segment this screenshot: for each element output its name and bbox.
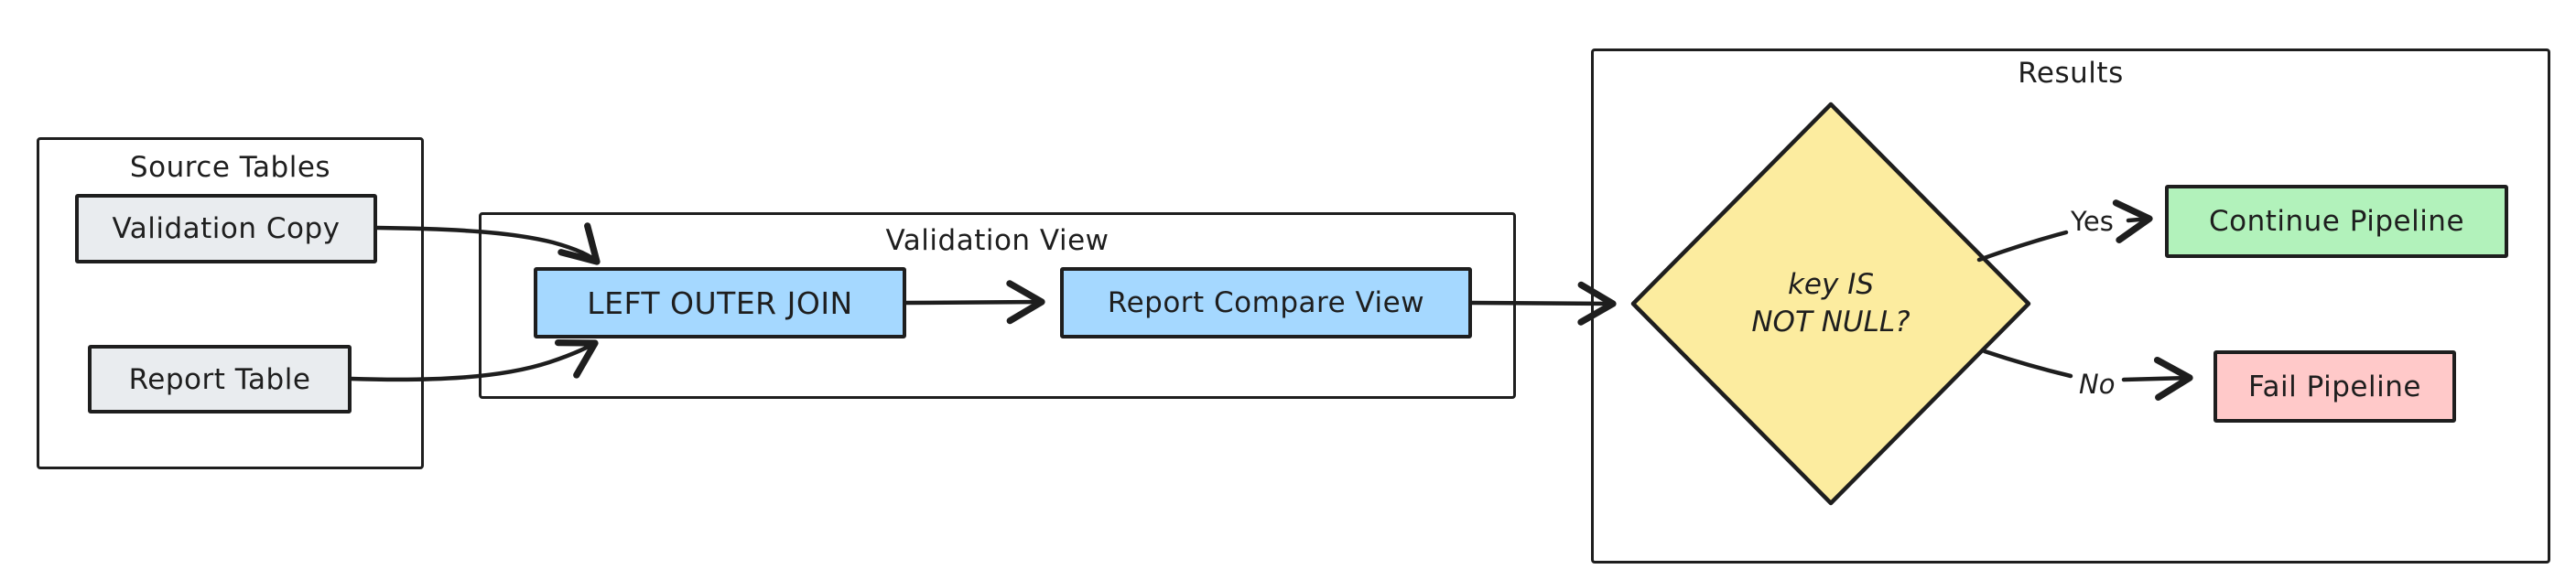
- node-continue-pipeline-label: Continue Pipeline: [2208, 205, 2465, 238]
- group-source-tables: Source Tables: [37, 137, 424, 469]
- node-fail-pipeline: Fail Pipeline: [2213, 350, 2456, 423]
- decision-label-line2: NOT NULL?: [1751, 306, 1910, 338]
- group-results-label: Results: [2018, 57, 2124, 90]
- no-branch-label: No: [2079, 369, 2116, 400]
- node-report-compare-view: Report Compare View: [1060, 267, 1472, 338]
- decision-label-line1: key IS: [1787, 268, 1875, 301]
- node-fail-pipeline-label: Fail Pipeline: [2248, 370, 2421, 403]
- node-report-table-label: Report Table: [128, 362, 311, 396]
- group-validation-view-label: Validation View: [885, 224, 1109, 257]
- node-validation-copy-label: Validation Copy: [112, 212, 341, 245]
- yes-branch-label: Yes: [2071, 206, 2114, 237]
- group-source-tables-label: Source Tables: [129, 151, 331, 184]
- node-report-table: Report Table: [88, 345, 352, 414]
- node-report-compare-view-label: Report Compare View: [1107, 286, 1425, 319]
- node-left-outer-join-label: LEFT OUTER JOIN: [587, 285, 853, 321]
- node-left-outer-join: LEFT OUTER JOIN: [534, 267, 906, 338]
- decision-label: key IS NOT NULL?: [1684, 266, 1977, 341]
- node-validation-copy: Validation Copy: [75, 194, 377, 263]
- node-continue-pipeline: Continue Pipeline: [2165, 185, 2508, 258]
